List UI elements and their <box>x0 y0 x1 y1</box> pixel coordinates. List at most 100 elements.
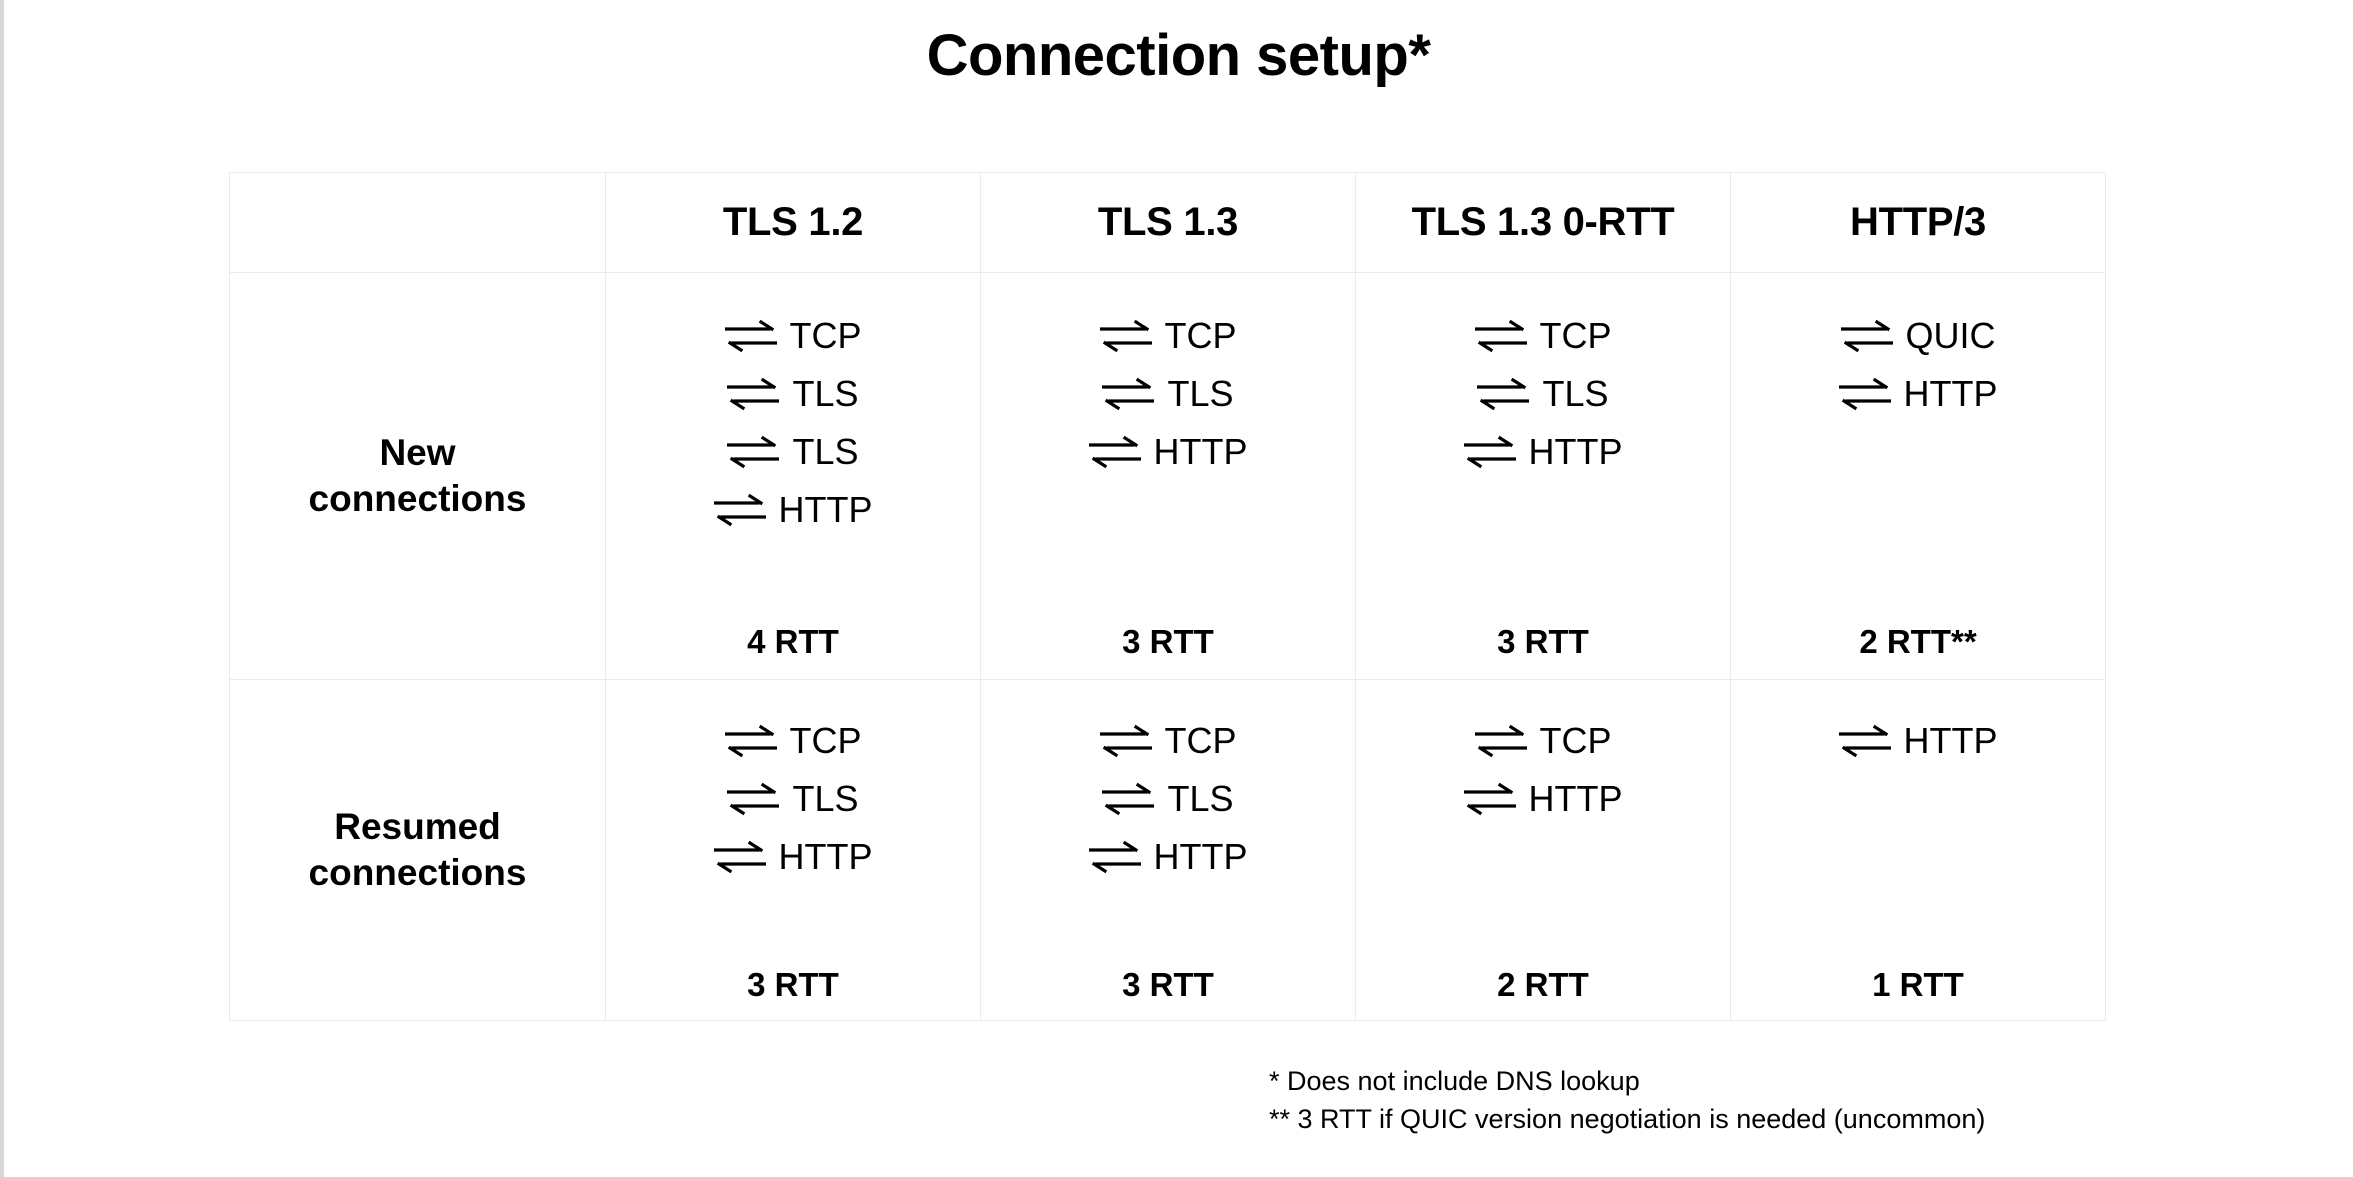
handshake-cell: TCP TLS TLS HTTP 4 RTT <box>605 272 981 680</box>
row-header-line2: connections <box>308 478 527 519</box>
exchange-arrows-icon <box>1474 724 1527 758</box>
rtt-total: 4 RTT <box>747 623 839 660</box>
handshake-step: TLS <box>727 423 859 481</box>
rtt-total: 3 RTT <box>1497 623 1589 660</box>
protocol-label: TLS <box>792 373 859 414</box>
exchange-arrows-icon <box>724 319 777 353</box>
rtt-total: 3 RTT <box>1122 966 1214 1003</box>
protocol-label: TCP <box>789 315 862 356</box>
exchange-arrows-icon <box>1477 377 1530 411</box>
handshake-step: TCP <box>724 712 862 770</box>
footnotes: * Does not include DNS lookup ** 3 RTT i… <box>1269 1062 1985 1139</box>
row-header-line1: Resumed <box>334 805 501 847</box>
exchange-arrows-icon <box>727 377 780 411</box>
exchange-arrows-icon <box>1088 435 1141 469</box>
protocol-label: TLS <box>792 778 859 819</box>
handshake-step-list: TCP TLS HTTP 3 RTT <box>981 680 1355 1020</box>
protocol-label: QUIC <box>1905 315 1996 356</box>
rtt-total: 1 RTT <box>1872 966 1964 1003</box>
handshake-step: TLS <box>1102 365 1234 423</box>
handshake-cell: TCP TLS HTTP 3 RTT <box>605 679 981 1021</box>
column-header: TLS 1.3 0-RTT <box>1355 172 1731 273</box>
row-header: Resumed connections <box>229 679 606 1021</box>
exchange-arrows-icon <box>1463 782 1516 816</box>
protocol-label: HTTP <box>1903 373 1998 414</box>
protocol-label: TCP <box>1164 315 1237 356</box>
handshake-step: TCP <box>1099 307 1237 365</box>
exchange-arrows-icon <box>1838 724 1891 758</box>
handshake-step-list: HTTP 1 RTT <box>1731 680 2105 1020</box>
protocol-label: HTTP <box>1153 431 1248 472</box>
page-title: Connection setup* <box>926 23 1431 88</box>
handshake-step: HTTP <box>1838 712 1998 770</box>
exchange-arrows-icon <box>1088 840 1141 874</box>
protocol-label: TCP <box>1539 315 1612 356</box>
exchange-arrows-icon <box>1474 319 1527 353</box>
exchange-arrows-icon <box>1463 435 1516 469</box>
handshake-step-list: TCP TLS HTTP 3 RTT <box>981 273 1355 679</box>
column-header: TLS 1.3 <box>980 172 1356 273</box>
protocol-label: TLS <box>1167 778 1234 819</box>
rtt-total: 2 RTT <box>1497 966 1589 1003</box>
protocol-label: HTTP <box>778 836 873 877</box>
handshake-cell: HTTP 1 RTT <box>1730 679 2106 1021</box>
protocol-label: HTTP <box>1903 720 1998 761</box>
protocol-label: TLS <box>1167 373 1234 414</box>
exchange-arrows-icon <box>1099 319 1152 353</box>
protocol-label: TCP <box>1164 720 1237 761</box>
protocol-label: TLS <box>792 431 859 472</box>
column-header: HTTP/3 <box>1730 172 2106 273</box>
handshake-step: TLS <box>727 365 859 423</box>
rtt-total: 3 RTT <box>1122 623 1214 660</box>
handshake-step: TLS <box>1102 770 1234 828</box>
protocol-label: HTTP <box>1528 778 1623 819</box>
handshake-step-list: TCP TLS TLS HTTP 4 RTT <box>606 273 980 679</box>
handshake-step-list: QUIC HTTP 2 RTT** <box>1731 273 2105 679</box>
protocol-label: TCP <box>1539 720 1612 761</box>
exchange-arrows-icon <box>724 724 777 758</box>
handshake-step-list: TCP TLS HTTP 3 RTT <box>1356 273 1730 679</box>
handshake-step: TCP <box>724 307 862 365</box>
handshake-cell: QUIC HTTP 2 RTT** <box>1730 272 2106 680</box>
handshake-cell: TCP HTTP 2 RTT <box>1355 679 1731 1021</box>
exchange-arrows-icon <box>727 782 780 816</box>
handshake-step: QUIC <box>1840 307 1996 365</box>
exchange-arrows-icon <box>1840 319 1893 353</box>
handshake-step: HTTP <box>1088 423 1248 481</box>
rtt-total: 2 RTT** <box>1859 623 1977 660</box>
exchange-arrows-icon <box>1102 377 1155 411</box>
handshake-cell: TCP TLS HTTP 3 RTT <box>1355 272 1731 680</box>
handshake-step: TLS <box>1477 365 1609 423</box>
protocol-label: HTTP <box>778 489 873 530</box>
handshake-step: HTTP <box>713 481 873 539</box>
handshake-step: TLS <box>727 770 859 828</box>
row-header-line1: New <box>379 431 456 473</box>
table-row: New connections TCP TLS TLS HTTP 4 RTT TCP TLS HT… <box>229 272 2106 680</box>
exchange-arrows-icon <box>1099 724 1152 758</box>
handshake-step-list: TCP TLS HTTP 3 RTT <box>606 680 980 1020</box>
row-header: New connections <box>229 272 606 680</box>
protocol-label: TLS <box>1542 373 1609 414</box>
slide-left-edge <box>0 0 4 1177</box>
handshake-step: HTTP <box>713 828 873 886</box>
row-header-line2: connections <box>308 852 527 893</box>
table-row: Resumed connections TCP TLS HTTP 3 RTT TCP TLS H… <box>229 679 2106 1021</box>
rtt-total: 3 RTT <box>747 966 839 1003</box>
handshake-cell: TCP TLS HTTP 3 RTT <box>980 272 1356 680</box>
exchange-arrows-icon <box>713 493 766 527</box>
handshake-step: HTTP <box>1838 365 1998 423</box>
exchange-arrows-icon <box>727 435 780 469</box>
handshake-step: TCP <box>1474 307 1612 365</box>
handshake-cell: TCP TLS HTTP 3 RTT <box>980 679 1356 1021</box>
protocol-label: HTTP <box>1153 836 1248 877</box>
handshake-step-list: TCP HTTP 2 RTT <box>1356 680 1730 1020</box>
exchange-arrows-icon <box>1102 782 1155 816</box>
protocol-label: TCP <box>789 720 862 761</box>
handshake-step: HTTP <box>1088 828 1248 886</box>
footnote-double-asterisk: ** 3 RTT if QUIC version negotiation is … <box>1269 1104 1986 1135</box>
handshake-step: TCP <box>1099 712 1237 770</box>
handshake-step: TCP <box>1474 712 1612 770</box>
protocol-label: HTTP <box>1528 431 1623 472</box>
